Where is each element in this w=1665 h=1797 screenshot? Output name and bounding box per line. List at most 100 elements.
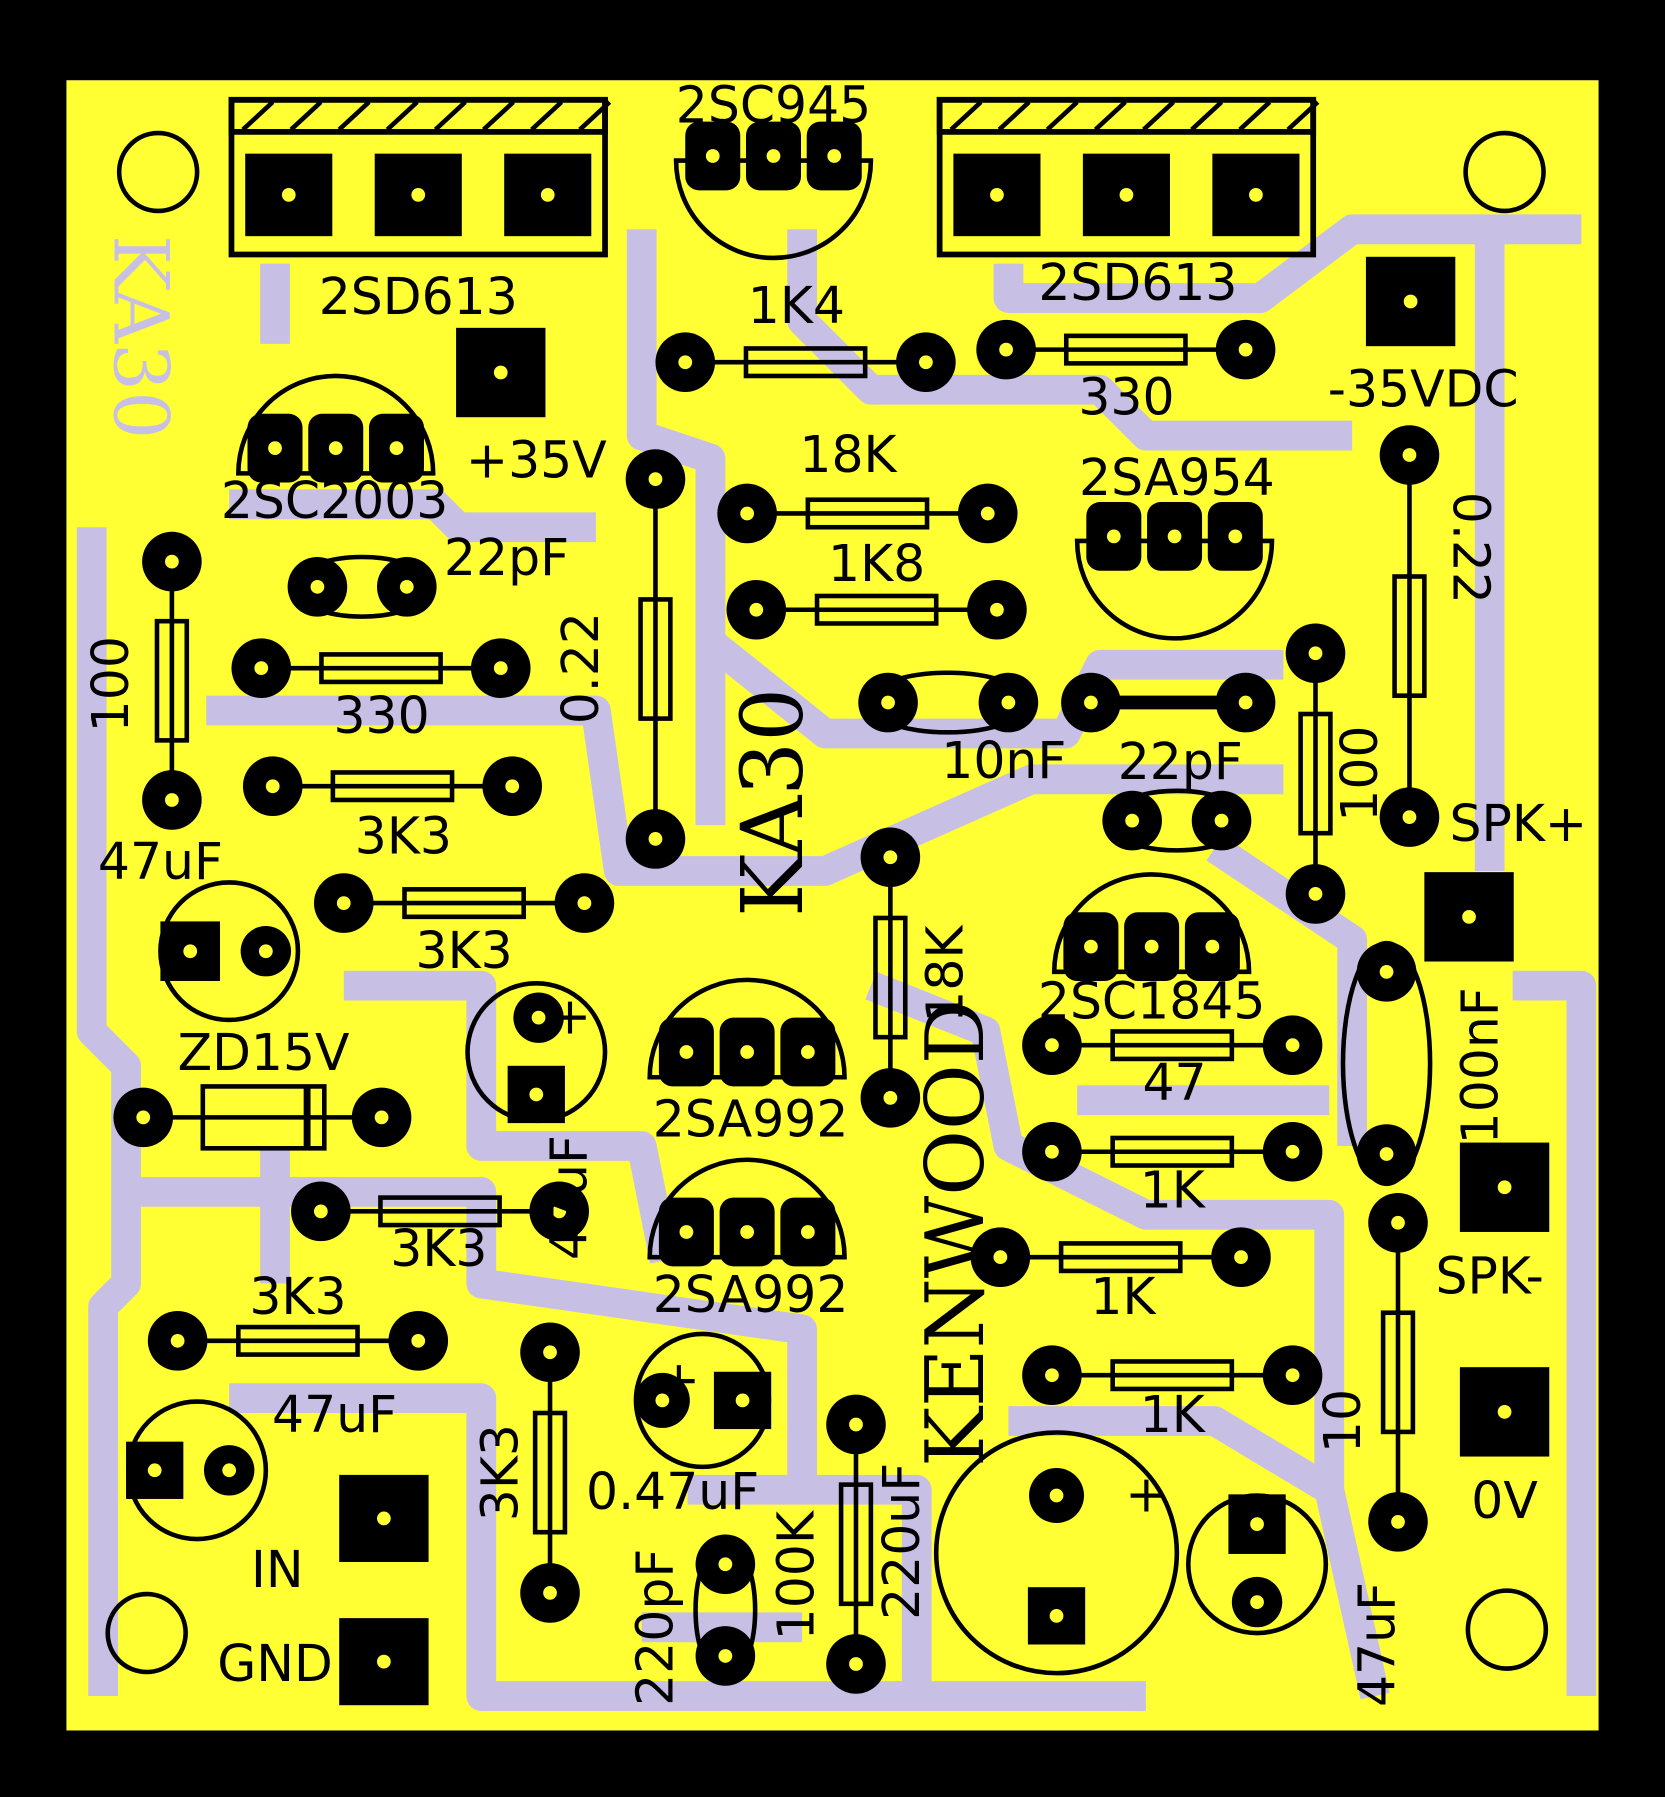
resistor-body: [1058, 1241, 1183, 1274]
hatch: [1286, 100, 1320, 132]
trace-gap: [1474, 229, 1597, 1697]
component-label: 100: [81, 636, 140, 732]
resistor-body: [873, 915, 908, 1040]
pad-hole: [147, 1463, 162, 1478]
component-label: 0.22: [551, 612, 610, 724]
pad-hole: [648, 832, 663, 846]
pad-hole: [883, 1091, 898, 1105]
pad-hole: [389, 441, 404, 456]
pad-hole: [543, 1345, 557, 1360]
pad-hole: [493, 365, 508, 380]
pad-hole: [800, 1225, 815, 1239]
pad-hole: [258, 944, 273, 959]
resistor-body: [814, 593, 939, 626]
pad-hole: [268, 441, 282, 456]
pad-hole: [1144, 939, 1159, 954]
component-label: 2SC1845: [1038, 972, 1266, 1031]
resistor-body: [330, 770, 455, 803]
component-label: 3K3: [471, 1424, 530, 1521]
component-label: 2SA992: [653, 1265, 849, 1324]
trace-gap: [993, 214, 1582, 313]
pad-hole: [399, 579, 414, 594]
pad-hole: [254, 661, 269, 676]
component-label: 1K4: [748, 276, 845, 335]
plus-mark: +: [658, 1350, 700, 1409]
heatsink-tab: [936, 96, 1317, 135]
pad-hole: [1308, 887, 1323, 901]
pad-hole: [183, 944, 198, 959]
pad-hole: [374, 1110, 389, 1125]
pad-hole: [1205, 939, 1220, 954]
mirrored-title: KA30: [97, 235, 185, 439]
resistor-body: [1063, 333, 1188, 366]
pad-hole: [1402, 810, 1417, 825]
resistor-body: [402, 887, 526, 920]
hatch: [289, 100, 323, 132]
hatch: [1190, 100, 1224, 132]
pad-hole: [1167, 529, 1182, 544]
component-label: 22pF: [444, 528, 569, 587]
pad-hole: [336, 896, 351, 910]
resistor-body: [319, 652, 443, 685]
pad-hole: [1125, 813, 1140, 828]
hatch: [530, 100, 564, 132]
component-label: SPK+: [1449, 794, 1587, 853]
pad-hole: [265, 779, 280, 794]
component-label: 2SA992: [653, 1090, 849, 1149]
component-label: 47: [1142, 1053, 1206, 1112]
pad-hole: [678, 355, 693, 370]
component-label: ZD15V: [178, 1023, 350, 1082]
pad-hole: [1391, 1215, 1405, 1230]
trace-gap: [229, 1383, 1146, 1711]
pad-hole: [165, 793, 179, 807]
component-label: 47uF: [539, 1135, 598, 1260]
component-label: 47uF: [1347, 1582, 1406, 1707]
component-label: 47uF: [272, 1385, 397, 1444]
resistor: [1051, 1359, 1293, 1392]
pad-hole: [1045, 1144, 1059, 1159]
resistor: [261, 652, 501, 685]
resistor: [1392, 455, 1427, 818]
pad-hole: [827, 149, 842, 163]
hatch: [241, 100, 275, 132]
mounting-hole: [1465, 1588, 1549, 1671]
pad-hole: [1228, 529, 1243, 544]
pad-hole: [999, 342, 1013, 357]
component-label: 2SC945: [676, 75, 871, 134]
pad-hole: [800, 1045, 815, 1059]
resistor-body: [532, 1410, 568, 1535]
hatch: [433, 100, 467, 132]
resistor: [838, 1424, 874, 1664]
plus-mark: +: [1125, 1465, 1167, 1524]
trace-gap: [787, 229, 1353, 451]
pad-hole: [1379, 1147, 1394, 1161]
component-label: -35VDC: [1328, 360, 1519, 419]
component-label: 330: [333, 686, 429, 745]
component-label: 2SD613: [319, 267, 518, 326]
pad-hole: [740, 1045, 755, 1059]
pad-hole: [1214, 813, 1229, 828]
pad-hole: [1238, 342, 1253, 357]
hatch: [997, 100, 1031, 132]
hatch: [337, 100, 371, 132]
pad-hole: [849, 1417, 863, 1432]
trace-gap: [206, 695, 1284, 886]
component-label: 2SD613: [1038, 253, 1237, 312]
resistor: [685, 346, 926, 379]
component-label: 220uF: [872, 1463, 931, 1620]
pad-hole: [980, 506, 995, 521]
component-label: 3K3: [355, 807, 452, 866]
pad-hole: [222, 1463, 237, 1478]
capacitor-outline: [933, 1430, 1180, 1676]
component-label: 1K: [1140, 1161, 1207, 1220]
component-label: 1K: [1090, 1267, 1157, 1326]
component-label: 100K: [766, 1509, 825, 1640]
pad-hole: [1001, 695, 1016, 710]
component-label: 3K3: [249, 1267, 346, 1326]
resistor: [873, 857, 908, 1098]
component-label: 1K: [1140, 1385, 1207, 1444]
pad-hole: [493, 661, 508, 676]
pad-hole: [1045, 1038, 1059, 1053]
